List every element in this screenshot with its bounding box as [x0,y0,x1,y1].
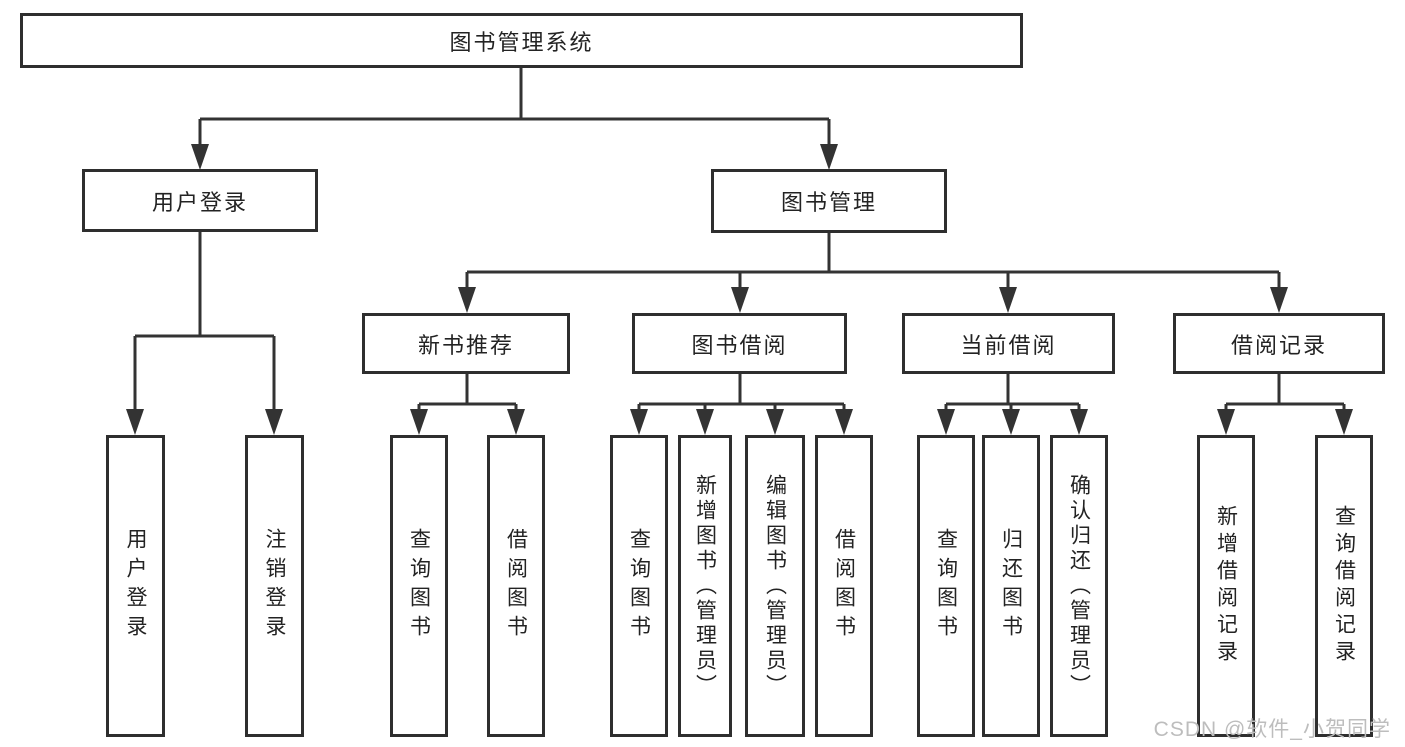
node-book-management: 图书管理 [711,169,947,233]
leaf-return-books: 归还图书 [982,435,1040,737]
leaf-user-login: 用户登录 [106,435,165,737]
leaf-borrow-books-recommend: 借阅图书 [487,435,545,737]
arrowheads [126,144,1353,435]
csdn-watermark: CSDN @软件_小贺同学 [1153,718,1391,741]
root-node-library-management-system: 图书管理系统 [20,13,1023,68]
node-book-borrowing: 图书借阅 [632,313,847,374]
leaf-query-books-borrowing: 查询图书 [610,435,668,737]
node-borrowing-records: 借阅记录 [1173,313,1385,374]
leaf-add-borrow-record: 新增借阅记录 [1197,435,1255,737]
node-current-borrowing: 当前借阅 [902,313,1115,374]
leaf-add-books-admin: 新增图书（管理员） [678,435,732,737]
node-user-login: 用户登录 [82,169,318,232]
leaf-query-books-current: 查询图书 [917,435,975,737]
leaf-logout: 注销登录 [245,435,304,737]
node-new-book-recommendation: 新书推荐 [362,313,570,374]
leaf-confirm-return-admin: 确认归还（管理员） [1050,435,1108,737]
leaf-edit-books-admin: 编辑图书（管理员） [745,435,805,737]
leaf-borrow-books-borrowing: 借阅图书 [815,435,873,737]
leaf-query-borrow-record: 查询借阅记录 [1315,435,1373,737]
leaf-query-books-recommend: 查询图书 [390,435,448,737]
